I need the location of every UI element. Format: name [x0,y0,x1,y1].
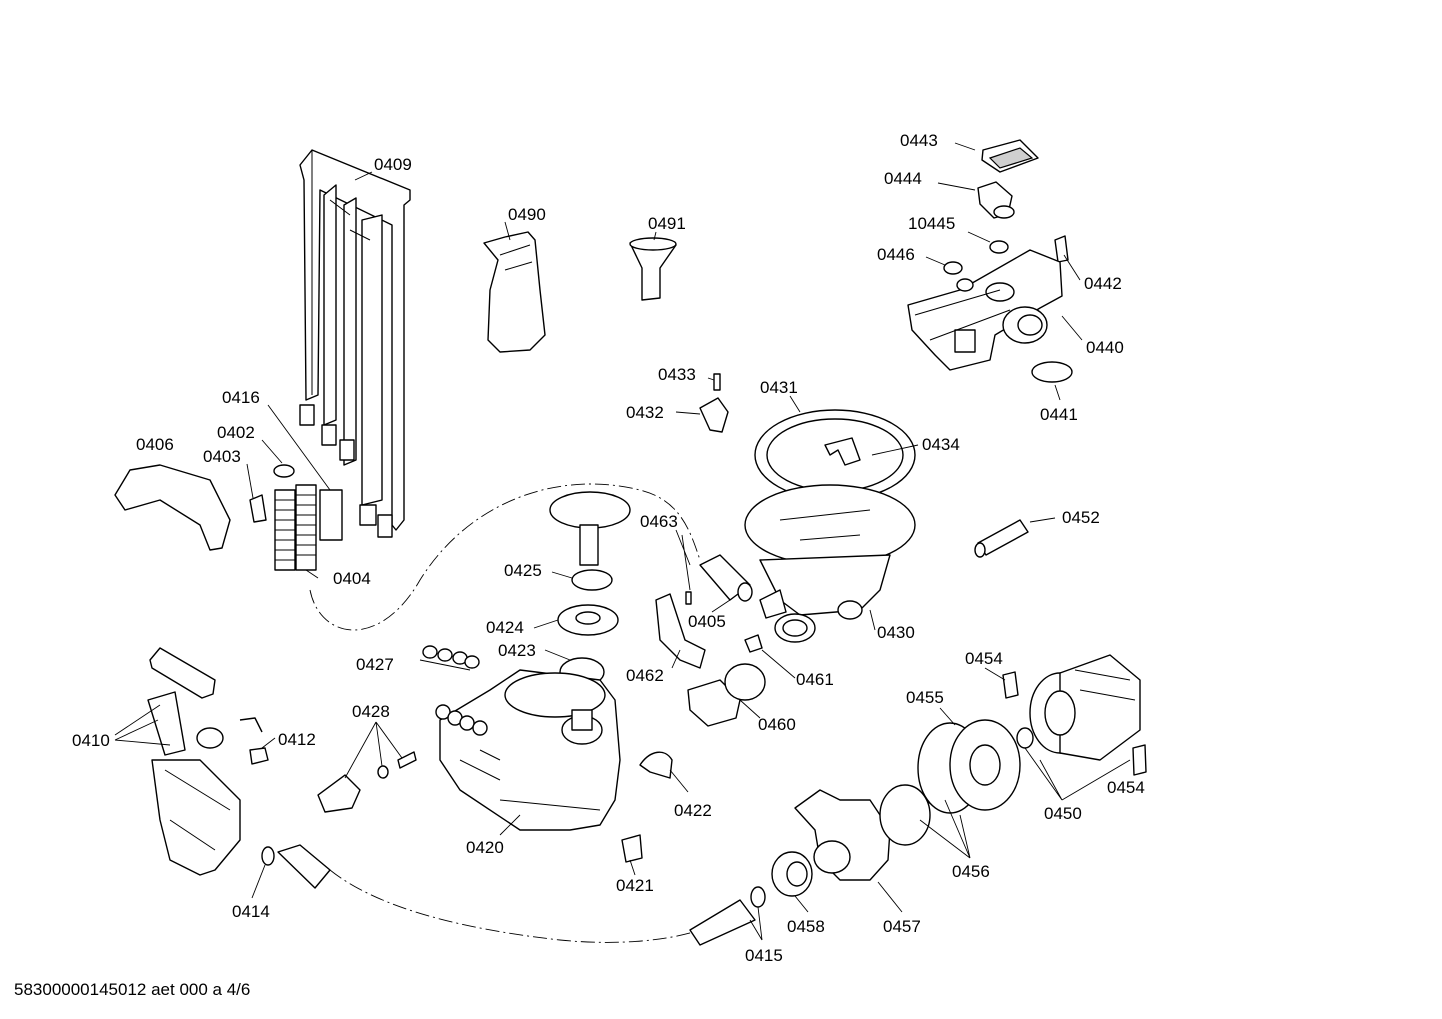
part-0458-seal [771,851,813,897]
part-0410-inlet-assembly [147,647,241,876]
part-0443-cover [981,139,1039,173]
part-0424-disc [557,604,619,636]
hose-route-line [309,483,701,943]
callout-0406: 0406 [136,435,174,454]
callout-0405: 0405 [688,612,726,631]
part-0434-filter-clip [824,437,861,466]
part-0428-valve [317,751,417,813]
part-0444-connector [977,181,1015,219]
callout-0450: 0450 [1044,804,1082,823]
part-0431-gasket [754,409,916,501]
part-0420-housing [435,669,621,831]
callout-0410: 0410 [72,731,110,750]
callout-0432: 0432 [626,403,664,422]
part-0455-cover [949,719,1021,811]
part-0463-screw [685,591,692,605]
callout-0425: 0425 [504,561,542,580]
callout-0428: 0428 [352,702,390,721]
part-0432-clip [699,397,729,433]
part-0461-clip [744,634,763,653]
part-0450-cap [1016,727,1034,749]
callout-0421: 0421 [616,876,654,895]
part-0452-rod [974,519,1029,558]
callout-0456: 0456 [952,862,990,881]
callout-0455: 0455 [906,688,944,707]
part-0454-clip-top [1002,671,1019,699]
part-10445-ring [989,240,1009,254]
callout-0490: 0490 [508,205,546,224]
part-0415-hose [689,899,756,946]
callout-0433: 0433 [658,365,696,384]
callout-0452: 0452 [1062,508,1100,527]
part-0454-clip-right [1132,744,1147,776]
part-0415-ring [750,886,766,908]
part-0422-clip [639,751,673,779]
part-0414-ring [261,846,275,866]
part-0412-clip [239,717,269,765]
part-0425-ring [571,569,613,591]
callout-0431: 0431 [760,378,798,397]
part-0490-jug [483,231,546,353]
callout-0446: 0446 [877,245,915,264]
callout-0444: 0444 [884,169,922,188]
callout-0442: 0442 [1084,274,1122,293]
part-0430-sump [744,484,916,643]
part-0425-spray-nut [549,491,631,566]
part-0460-pump [687,663,766,727]
part-0406-cover [114,464,231,551]
callout-0402: 0402 [217,423,255,442]
part-0446-ring [943,261,963,275]
callout-0409: 0409 [374,155,412,174]
callout-0458: 0458 [787,917,825,936]
part-0457-pump-housing [794,789,891,881]
callout-0462: 0462 [626,666,664,685]
part-0414-hose [277,844,331,889]
callout-0412: 0412 [278,730,316,749]
callout-0460: 0460 [758,715,796,734]
part-0433-screw [713,373,721,391]
part-0427-rings [419,645,480,671]
part-0491-funnel [629,237,677,301]
part-0441-clamp [1031,361,1073,383]
callout-0414: 0414 [232,902,270,921]
part-0409-tube-assembly [299,149,411,538]
callout-0430: 0430 [877,623,915,642]
callout-0422: 0422 [674,801,712,820]
callout-10445: 10445 [908,214,955,233]
callout-0416: 0416 [222,388,260,407]
callout-0457: 0457 [883,917,921,936]
document-reference-footer: 58300000145012 aet 000 a 4/6 [14,980,251,999]
callout-0463: 0463 [640,512,678,531]
part-0402-ring [273,464,295,478]
callout-0440: 0440 [1086,338,1124,357]
callout-0454-top: 0454 [965,649,1003,668]
part-0421-clip [621,834,643,863]
callout-0461: 0461 [796,670,834,689]
part-0440-valve-block [907,249,1063,371]
callout-0415: 0415 [745,946,783,965]
callout-0404: 0404 [333,569,371,588]
part-0403-clip [249,494,267,523]
callout-0454-right: 0454 [1107,778,1145,797]
callout-0491: 0491 [648,214,686,233]
callout-0441: 0441 [1040,405,1078,424]
part-0450-motor [1029,654,1141,761]
callout-0420: 0420 [466,838,504,857]
part-0462-bracket [655,593,706,669]
callout-0423: 0423 [498,641,536,660]
part-0405-ring [737,582,753,602]
callout-labels: 0409 0490 0491 0443 0444 10445 0446 0442… [72,131,1145,965]
callout-0403: 0403 [203,447,241,466]
part-0404-hose [274,484,317,571]
callout-0424: 0424 [486,618,524,637]
leader-lines [114,142,1131,941]
callout-0443: 0443 [900,131,938,150]
callout-0427: 0427 [356,655,394,674]
part-0416-sensor [319,489,343,541]
callout-0434: 0434 [922,435,960,454]
